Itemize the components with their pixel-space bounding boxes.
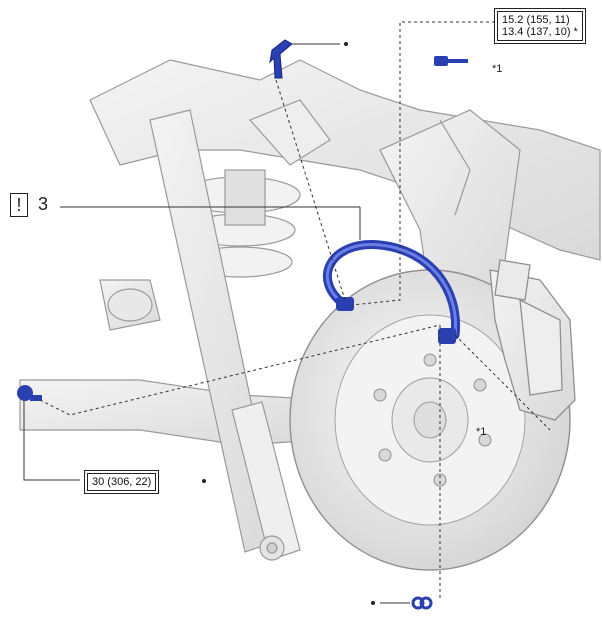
note-mark-hub: *1 <box>476 426 487 438</box>
part-number-callout: 3 <box>38 194 49 214</box>
warning-icon: ! <box>10 193 28 217</box>
hose-fitting-lower <box>438 328 456 344</box>
bolt-left <box>17 385 42 401</box>
gasket-bottom <box>411 596 433 610</box>
shock-absorber <box>149 109 301 561</box>
torque-lower-value: 30 (306, 22) <box>87 473 157 491</box>
torque-upper-line1: 15.2 (155, 11) <box>502 14 570 26</box>
hose-fitting-upper <box>336 297 354 311</box>
leader-lines <box>23 21 551 604</box>
leader-dots <box>202 42 375 605</box>
torque-spec-lower: 30 (306, 22) <box>84 470 160 494</box>
brake-disc <box>289 269 571 571</box>
brake-hose <box>322 240 461 344</box>
bolt-top <box>434 56 468 66</box>
brake-caliper <box>489 259 576 421</box>
lower-arm <box>19 279 331 446</box>
wheel-studs <box>373 353 492 487</box>
frame-body <box>89 59 601 331</box>
torque-spec-upper: 15.2 (155, 11) 13.4 (137, 10) * <box>494 8 586 44</box>
note-mark-top: *1 <box>492 63 503 75</box>
clip-part <box>269 39 293 79</box>
torque-upper-line2: 13.4 (137, 10) * <box>502 26 578 38</box>
